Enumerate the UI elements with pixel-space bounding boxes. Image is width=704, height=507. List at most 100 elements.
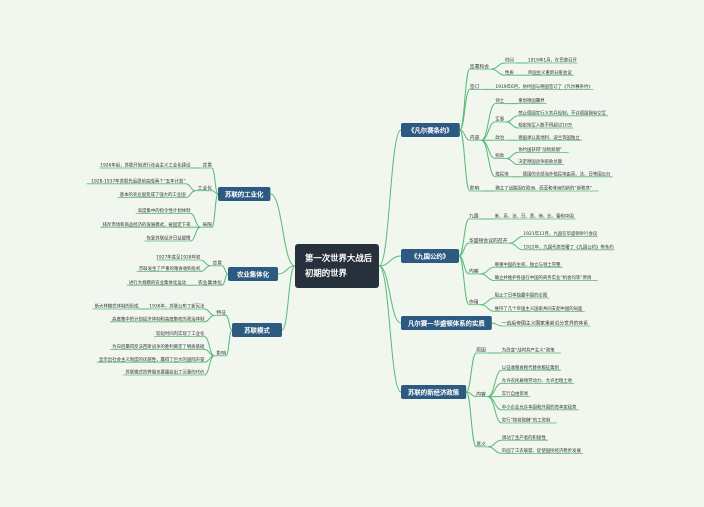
leaf-connector [487,382,502,398]
main-topic-left-2[interactable]: 苏联模式 [232,323,282,337]
leaf-topic[interactable]: 进行大规模的农业集体化运动 [129,279,187,286]
branch-connector [277,265,296,275]
leaf-topic[interactable]: 1927年底至1928年初 [156,254,201,261]
leaf-topic[interactable]: 高度集中的指令性计划体制 [138,207,191,214]
leaf-topic-label: 规定陆军人数不得超过10万 [518,122,572,129]
main-topic-left-0[interactable]: 苏联的工业化 [218,187,271,201]
sub-topic[interactable]: 签订 [470,83,480,90]
leaf-topic-label: 为改变“战时共产主义”政策 [502,347,555,354]
sub-topic[interactable]: 内容 [470,134,480,141]
main-topic-left-1[interactable]: 农业集体化 [228,267,278,281]
leaf-topic[interactable]: 赔款 [495,152,504,159]
leaf-topic[interactable]: 时间 [505,57,514,64]
leaf-topic[interactable]: 1919年6月，协约国与德国签订了《凡尔赛条约》 [495,83,592,90]
leaf-topic[interactable]: 较短时间内实现了工业化 [156,330,205,337]
leaf-topic[interactable]: 高度集中的计划经济体制和高度集权的政治体制 [112,315,205,322]
leaf-topic[interactable]: 禁止德国实行义务兵役制，不许德国拥有空军 [518,109,606,116]
sub-topic[interactable]: 一战后帝国主义国家重新瓜分世界的体系 [502,320,589,327]
main-topic-right-1[interactable]: 《九国公约》 [401,249,459,263]
leaf-topic-label: 重划德国疆界 [518,97,545,104]
leaf-topic[interactable]: 军事 [495,116,504,123]
leaf-topic[interactable]: 1928-1937年苏联先后提前完成两个“五年计划” [91,177,185,184]
main-topic-right-3[interactable]: 苏联的新经济政策 [401,385,467,399]
leaf-topic-label: 高度集中的指令性计划体制 [138,207,191,214]
sub-topic[interactable]: 华盛顿会议的召开 [469,237,508,244]
leaf-topic[interactable]: 殖民地 [495,170,509,177]
leaf-topic[interactable]: 排斥市场和商品经济的发展模式，被固定下来 [103,221,191,228]
leaf-topic[interactable]: 1919年1月，在巴黎召开 [528,57,578,64]
leaf-topic[interactable]: 帝国主义重新分赃会议 [528,69,573,76]
leaf-topic[interactable]: 恢复苏联经济日益缓慢 [146,235,191,242]
leaf-topic[interactable]: 确立并维护各国在中国的商务实业“机会均等”原则 [495,274,592,281]
leaf-connector [487,396,502,424]
leaf-topic[interactable]: 德国的全部海外殖民地由英、法、日等国瓜分 [523,170,611,177]
central-topic-line-1: 第一次世界大战后 [305,253,373,263]
sub-topic[interactable]: 意义 [476,441,486,448]
leaf-topic[interactable]: 1922年，九国代表签署了《九国公约》等条约 [523,243,614,250]
sub-topic[interactable]: 影响 [216,350,226,357]
sub-topic-label: 作用 [469,298,479,305]
leaf-connector [509,242,524,251]
sub-topic-label: 局限 [202,221,212,228]
leaf-topic[interactable]: 苏联模式的弊端也暴露给出了沉重的代价 [125,369,205,376]
leaf-topic[interactable]: 1921年11月，九国在华盛顿举行会议 [523,230,597,237]
leaf-topic[interactable]: 1936年，苏联公布了新宪法 [149,303,205,310]
leaf-topic[interactable]: 确立了战胜国在欧洲、西亚和非洲的新的“新秩序” [495,185,592,192]
sub-connector [491,322,502,327]
leaf-topic-label: 德国承认奥地利、波兰等国独立 [518,134,580,141]
leaf-topic[interactable]: 重划德国疆界 [518,97,545,104]
leaf-topic[interactable]: 尊重中国的主权、独立与领土完整 [495,261,561,268]
sub-topic[interactable]: 九国 [469,213,479,220]
leaf-topic[interactable]: 协约国获得“战败赔偿” [518,146,562,153]
leaf-topic[interactable]: 维持了几个帝国主义国家共同支配中国的局面 [495,305,583,312]
sub-topic[interactable]: 原因 [476,348,486,354]
leaf-topic[interactable]: 美、英、法、日、意、荷、比、葡和中国 [495,213,575,220]
leaf-topic[interactable]: 阻止了日本独霸中国的企图 [495,292,548,299]
leaf-topic[interactable]: 中小企业允许本国和外国的资本家经营 [502,403,577,410]
main-topic-right-0[interactable]: 《凡尔赛条约》 [401,123,460,137]
leaf-topic[interactable]: 领土 [495,97,504,104]
leaf-topic[interactable]: 决定德国战争赔款总额 [518,158,563,165]
leaf-connector [490,68,506,76]
sub-topic[interactable]: 影响 [470,185,480,192]
leaf-topic-label: 1926年起，苏联开始进行社会主义工业化建设 [100,162,191,169]
leaf-connector [506,151,519,159]
leaf-topic[interactable]: 政治 [495,134,504,141]
leaf-topic[interactable]: 显示出社会主义制度的优越性，赢得了巨大的国际声誉 [99,356,205,363]
leaf-topic[interactable]: 调动了生产者的积极性 [502,434,547,441]
leaf-topic[interactable]: 规定陆军人数不得超过10万 [518,122,572,129]
main-topic-label: 苏联模式 [244,325,270,334]
leaf-topic[interactable]: 基本的农业国变成了强大的工业国 [120,191,186,198]
leaf-topic[interactable]: 斯大林模式体制的形成 [95,303,140,310]
sub-topic[interactable]: 特征 [216,309,226,316]
sub-topic[interactable]: 工业化 [198,184,213,191]
leaf-topic[interactable]: 允许农民雇佣劳动力、允许出租土地 [502,377,573,384]
sub-topic[interactable]: 局限 [202,221,212,228]
leaf-connector [481,121,496,141]
leaf-topic[interactable]: 巩固了工农联盟、促使国民经济稳步发展 [502,447,582,454]
leaf-topic[interactable]: 性质 [505,69,514,76]
sub-topic[interactable]: 作用 [469,298,479,305]
sub-connector [221,273,229,286]
central-topic[interactable]: 第一次世界大战后 初期的世界 [295,244,379,288]
main-topic-label: 农业集体化 [236,269,270,278]
branch-connector [281,265,296,331]
leaf-topic[interactable]: 为日后赢得反法西斯战争的胜利奠定了物质基础 [112,343,205,350]
sub-topic[interactable]: 背景 [212,260,222,267]
leaf-topic-label: 军事 [495,116,504,123]
leaf-topic[interactable]: 1926年起，苏联开始进行社会主义工业化建设 [100,162,191,169]
leaf-topic[interactable]: 实行“按劳取酬”的工资制 [502,417,551,424]
sub-topic[interactable]: 签署和会 [470,63,489,70]
main-topic-right-2[interactable]: 凡尔赛—华盛顿体系的实质 [401,316,492,330]
leaf-topic[interactable]: 以征收粮食税代替余粮征集制 [502,364,560,371]
leaf-topic[interactable]: 德国承认奥地利、波兰等国独立 [518,134,580,141]
sub-topic[interactable]: 内容 [469,268,479,275]
main-topic-label: 苏联的新经济政策 [408,387,460,396]
sub-topic[interactable]: 农业集体化 [198,279,222,286]
sub-connector [458,218,470,257]
leaf-topic[interactable]: 实行自由贸易 [502,390,528,397]
sub-topic[interactable]: 内容 [476,390,486,397]
leaf-topic[interactable]: 苏联发生了严重的粮食收购危机 [139,265,201,272]
sub-topic[interactable]: 背景 [202,162,212,169]
leaf-topic[interactable]: 为改变“战时共产主义”政策 [502,347,555,354]
